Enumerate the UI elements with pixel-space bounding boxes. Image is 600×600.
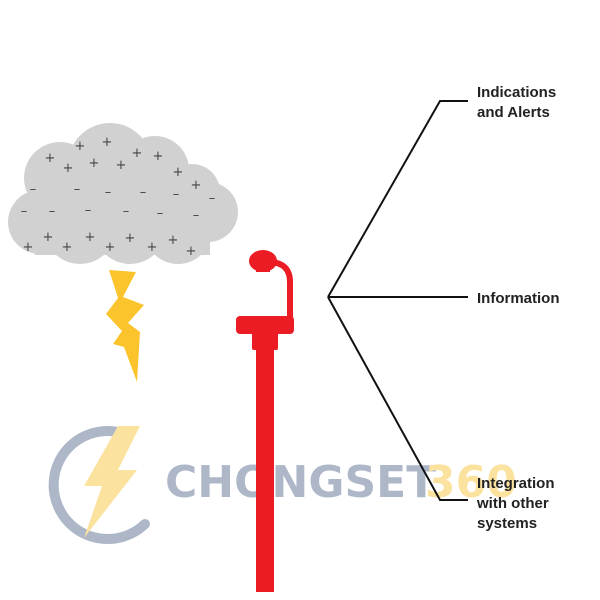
- connector-line-integration: [327, 296, 468, 501]
- charge-plus: +: [23, 240, 34, 255]
- charge-minus: –: [21, 204, 28, 219]
- charge-plus: +: [153, 149, 164, 164]
- charge-minus: –: [85, 203, 92, 218]
- charge-plus: +: [85, 230, 96, 245]
- charge-minus: –: [30, 182, 37, 197]
- charge-minus: –: [74, 182, 81, 197]
- charge-plus: +: [186, 244, 197, 259]
- charge-plus: +: [132, 146, 143, 161]
- detector-arm: [269, 259, 293, 318]
- charge-plus: +: [168, 233, 179, 248]
- watermark-logo-icon: CHONGSET 360: [48, 426, 517, 544]
- charge-plus: +: [102, 135, 113, 150]
- charge-plus: +: [105, 240, 116, 255]
- detector-pole: [256, 336, 274, 592]
- charge-plus: +: [62, 240, 73, 255]
- watermark-ring: [48, 426, 150, 544]
- connector-line-indications: [327, 100, 468, 298]
- connector-lines: [327, 100, 468, 501]
- detector-housing: [236, 316, 294, 334]
- storm-cloud-icon: [8, 123, 238, 264]
- charge-plus: +: [63, 161, 74, 176]
- label-indications-and-alerts: Indications and Alerts: [477, 84, 557, 121]
- charge-minus: –: [123, 204, 130, 219]
- lightning-bolt-icon: [106, 270, 144, 382]
- charge-minus: –: [140, 185, 147, 200]
- charge-minus: –: [105, 185, 112, 200]
- charge-plus: +: [191, 178, 202, 193]
- charge-minus: –: [173, 187, 180, 202]
- watermark-bolt-icon: [84, 426, 140, 538]
- charge-plus: +: [43, 230, 54, 245]
- charge-minus: –: [209, 191, 216, 206]
- charge-plus: +: [45, 151, 56, 166]
- charge-minus: –: [157, 206, 164, 221]
- charge-plus: +: [75, 139, 86, 154]
- watermark-text-main: CHONGSET: [165, 457, 436, 508]
- charge-minus: –: [49, 204, 56, 219]
- charge-plus: +: [173, 165, 184, 180]
- cloud-charge-signs: + + + + + + + + + + – – – – – – – – – – …: [21, 135, 216, 259]
- charge-plus: +: [125, 231, 136, 246]
- lightning-detector-icon: [236, 250, 294, 592]
- detector-collar: [252, 332, 278, 350]
- label-integration-with-other-systems: Integration with other systems: [477, 475, 555, 532]
- charge-plus: +: [147, 240, 158, 255]
- charge-plus: +: [89, 156, 100, 171]
- charge-plus: +: [116, 158, 127, 173]
- charge-minus: –: [193, 208, 200, 223]
- label-information: Information: [477, 290, 560, 307]
